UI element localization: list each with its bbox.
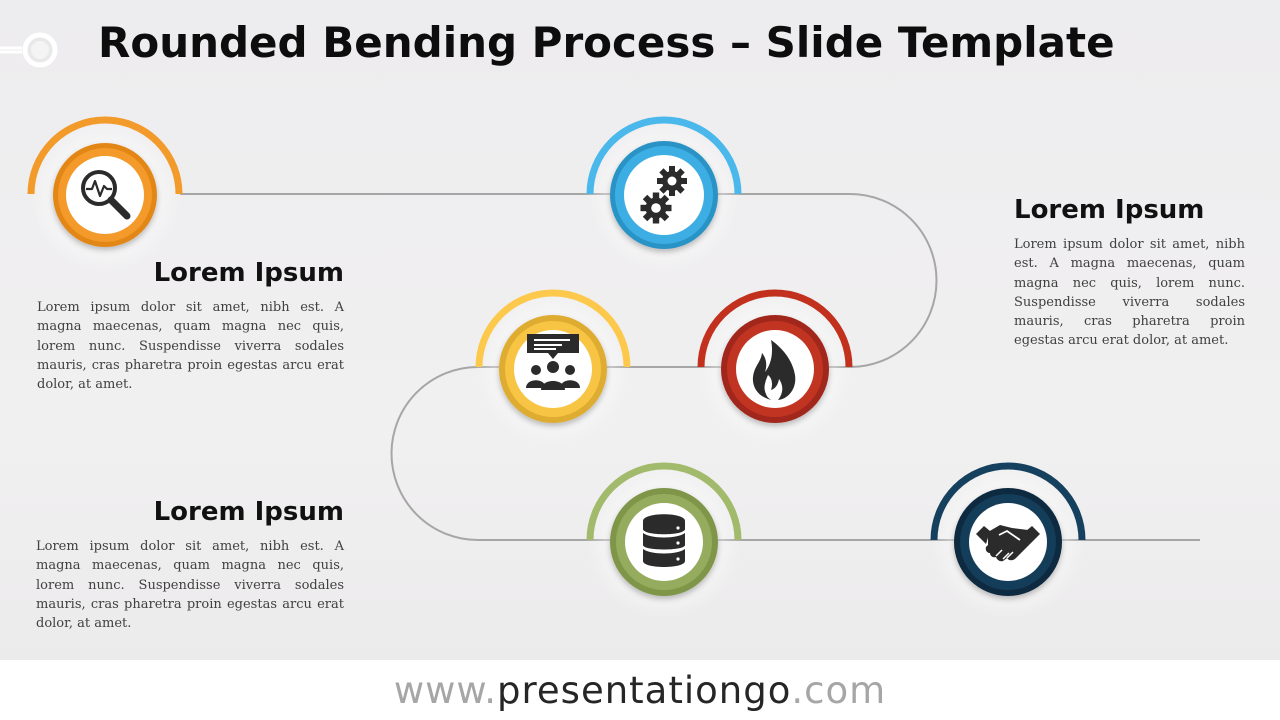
logo-mark — [0, 32, 58, 68]
text-block-2: Lorem Ipsum Lorem ipsum dolor sit amet, … — [1014, 195, 1245, 351]
step-3 — [697, 289, 853, 446]
block-heading: Lorem Ipsum — [1014, 195, 1205, 225]
text-block-1: Lorem Ipsum Lorem ipsum dolor sit amet, … — [37, 258, 344, 394]
handshake-icon — [976, 525, 1040, 562]
gears-icon — [640, 166, 687, 224]
step-2 — [586, 116, 742, 273]
block-text: Lorem ipsum dolor sit amet, nibh est. A … — [1014, 237, 1245, 349]
footer-brand: presentationgo — [497, 668, 792, 712]
block-heading: Lorem Ipsum — [153, 497, 344, 527]
magnifier-pulse-icon — [81, 170, 131, 220]
block-heading: Lorem Ipsum — [153, 258, 344, 288]
text-block-3: Lorem Ipsum Lorem ipsum dolor sit amet, … — [36, 497, 344, 633]
process-path — [180, 193, 1200, 541]
fire-icon — [752, 340, 796, 400]
meeting-icon — [526, 334, 580, 390]
footer-suffix: .com — [791, 668, 887, 712]
footer-prefix: www. — [393, 668, 498, 712]
footer-url[interactable]: www.presentationgo.com — [0, 660, 1280, 720]
database-icon — [643, 514, 685, 567]
step-6 — [930, 462, 1086, 619]
step-1 — [27, 116, 183, 273]
step-5 — [586, 462, 742, 619]
page-title: Rounded Bending Process – Slide Template — [98, 18, 1115, 67]
block-text: Lorem ipsum dolor sit amet, nibh est. A … — [37, 300, 344, 393]
process-diagram — [27, 116, 1200, 619]
block-text: Lorem ipsum dolor sit amet, nibh est. A … — [36, 539, 344, 632]
step-4 — [475, 289, 631, 446]
